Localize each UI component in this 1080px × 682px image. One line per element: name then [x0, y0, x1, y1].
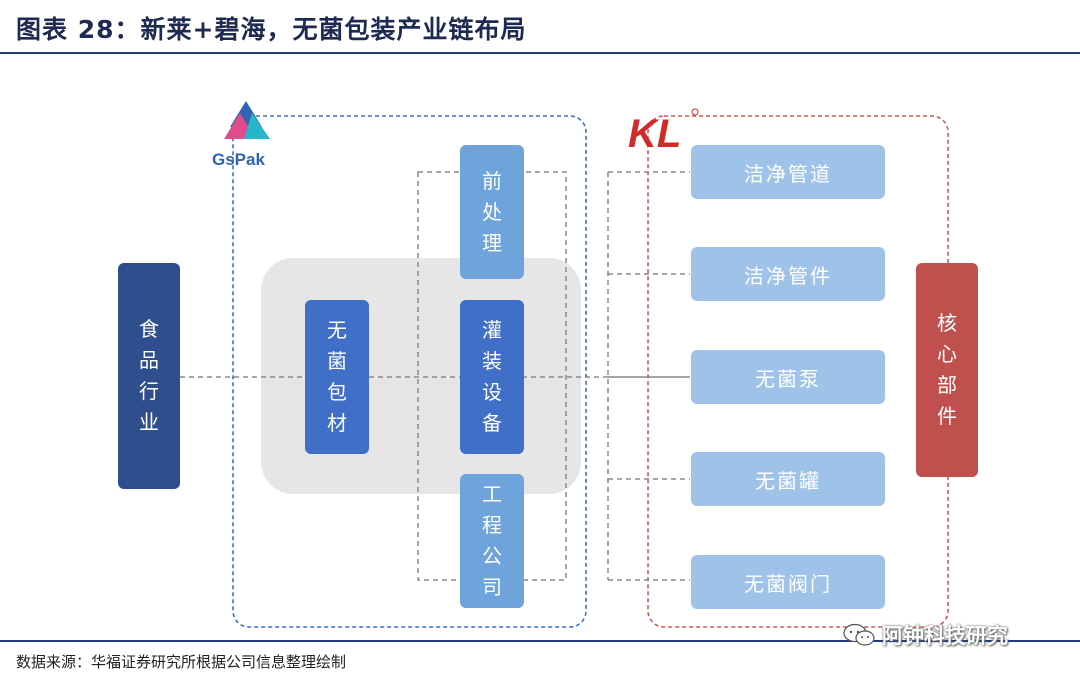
gspak-frame — [232, 115, 587, 628]
kl-logo: KL — [628, 108, 699, 156]
part-aseptic-pump: 无菌泵 — [691, 350, 885, 404]
part-clean-fitting: 洁净管件 — [691, 247, 885, 301]
kl-logo-text: KL — [628, 112, 681, 156]
title-underline — [0, 52, 1080, 54]
part-aseptic-tank: 无菌罐 — [691, 452, 885, 506]
part-aseptic-valve: 无菌阀门 — [691, 555, 885, 609]
pretreatment-box: 前处理 — [460, 145, 524, 279]
aseptic-material-box: 无菌包材 — [305, 300, 369, 454]
filling-equipment-label: 灌装设备 — [482, 318, 502, 435]
gspak-logo-text: GsPak — [212, 150, 265, 169]
source-note: 数据来源：华福证券研究所根据公司信息整理绘制 — [16, 653, 347, 671]
food-industry-box: 食品行业 — [118, 263, 180, 489]
watermark-text: 阿钟科技研究 — [882, 624, 1008, 648]
food-industry-label: 食品行业 — [139, 317, 159, 434]
watermark: 阿钟科技研究 — [842, 619, 1008, 651]
footer-rule — [0, 640, 1080, 642]
filling-equipment-box: 灌装设备 — [460, 300, 524, 454]
pretreatment-label: 前处理 — [482, 168, 502, 255]
wechat-icon — [843, 623, 875, 646]
aseptic-material-label: 无菌包材 — [327, 318, 347, 435]
core-parts-label: 核心部件 — [937, 311, 957, 428]
core-parts-box: 核心部件 — [916, 263, 978, 477]
engineering-company-label: 工程公司 — [482, 482, 502, 599]
gspak-logo: GsPak — [212, 101, 270, 169]
page-title: 图表 28：新莱+碧海，无菌包装产业链布局 — [16, 15, 527, 44]
part-clean-pipe: 洁净管道 — [691, 145, 885, 199]
engineering-company-box: 工程公司 — [460, 474, 524, 608]
